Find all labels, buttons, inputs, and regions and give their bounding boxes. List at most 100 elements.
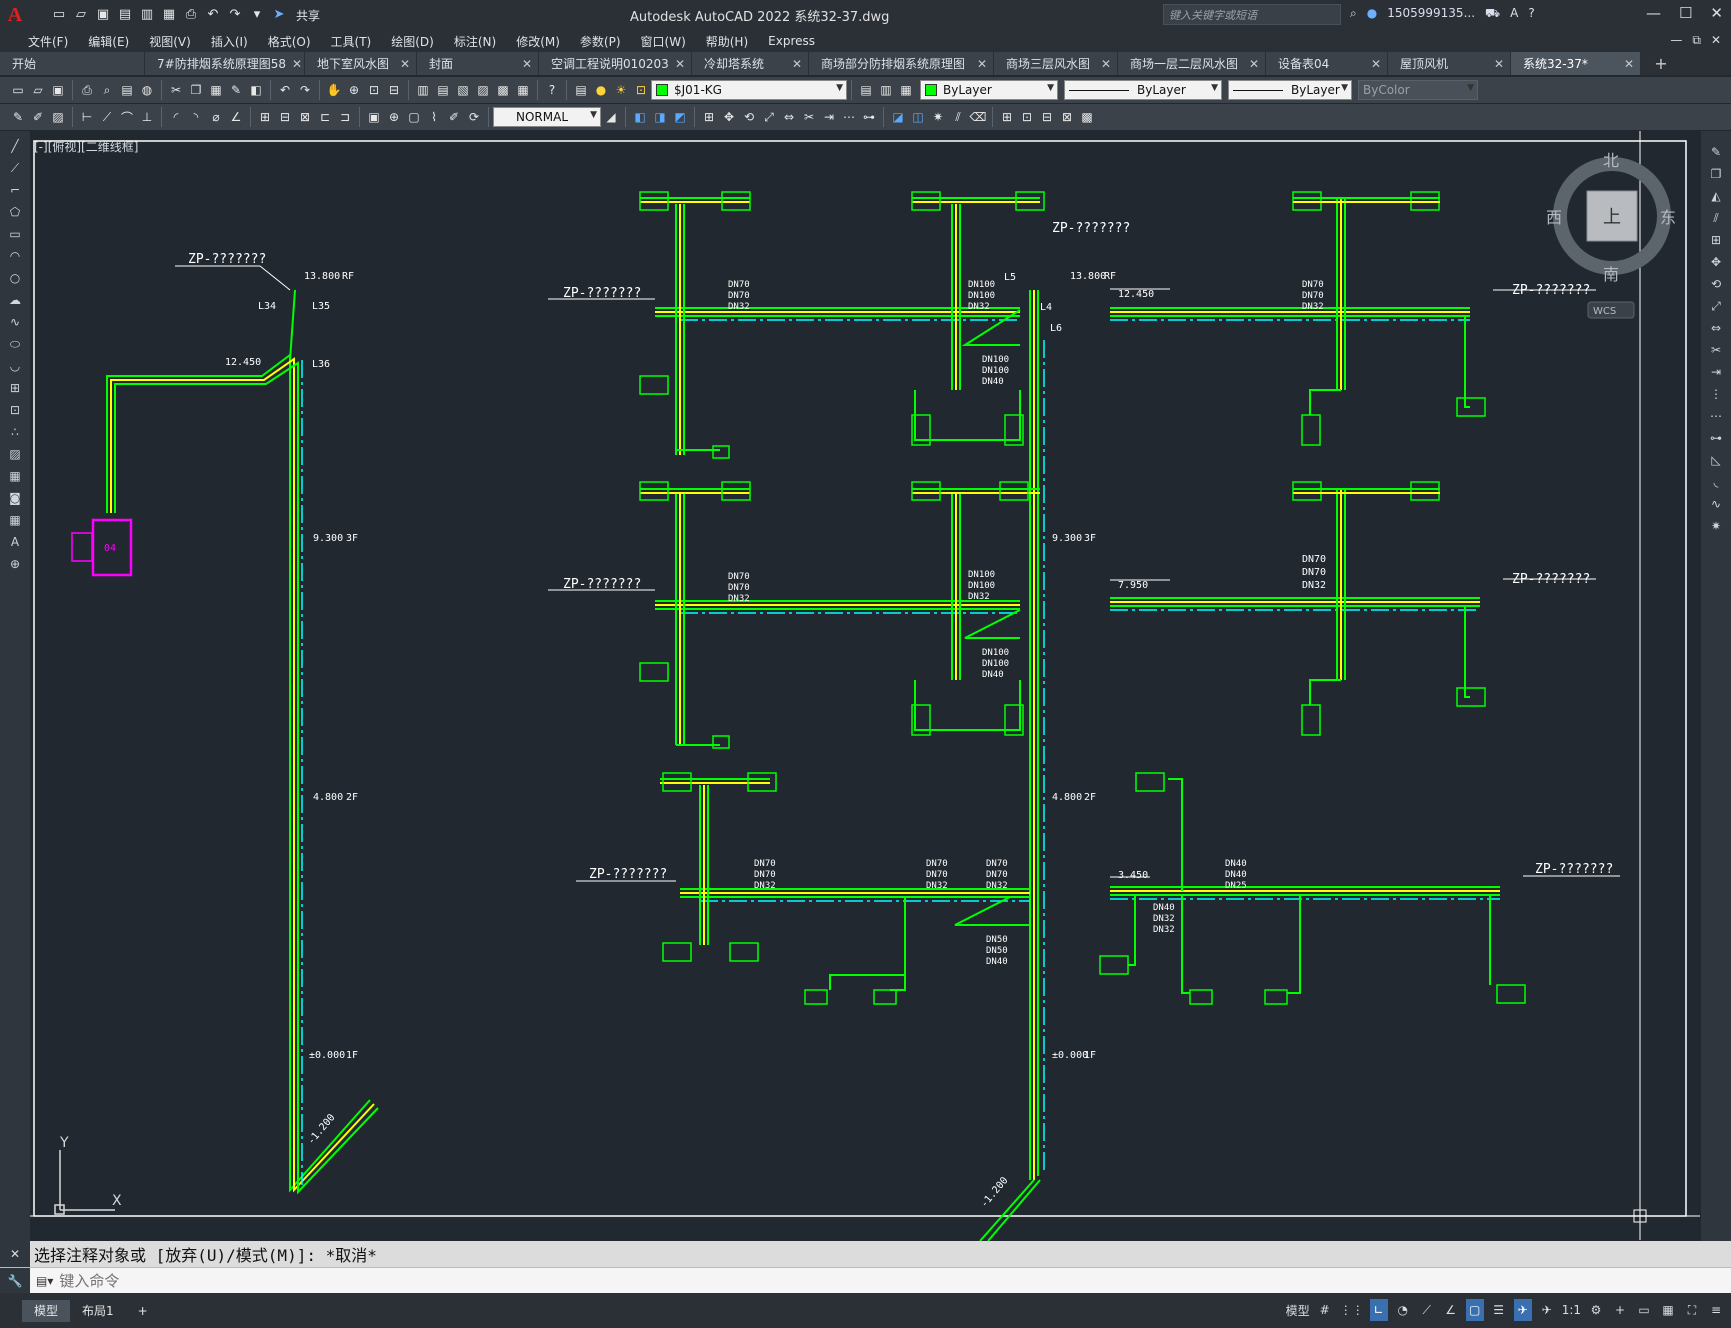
3d-solid-icon[interactable]: ◧: [634, 110, 646, 124]
tab-file[interactable]: 封面✕: [417, 52, 539, 75]
zoom-window-icon[interactable]: ⊡: [368, 83, 380, 97]
tab-file[interactable]: 屋顶风机✕: [1388, 52, 1511, 75]
menu-insert[interactable]: 插入(I): [210, 34, 248, 49]
mtext-icon[interactable]: A: [10, 535, 20, 549]
add-selected-icon[interactable]: ⊕: [9, 557, 21, 571]
close-tab-icon[interactable]: ✕: [1493, 56, 1504, 71]
line-icon[interactable]: ╱: [11, 139, 19, 153]
user-name[interactable]: 1505999135...: [1387, 6, 1476, 20]
tab-file[interactable]: 商场三层风水图✕: [994, 52, 1118, 75]
attribute-icon[interactable]: ⊟: [1041, 110, 1053, 124]
block-editor-icon[interactable]: ◧: [250, 83, 262, 97]
arc-icon[interactable]: ◠: [9, 249, 21, 263]
copy-icon[interactable]: ❐: [190, 83, 202, 97]
circle-icon[interactable]: ○: [9, 271, 21, 285]
block-insert-icon[interactable]: ⊞: [1001, 110, 1013, 124]
construction-line-icon[interactable]: ⟋: [10, 161, 20, 175]
menu-parametric[interactable]: 参数(P): [579, 34, 621, 49]
edit-attribute-icon[interactable]: ✐: [32, 110, 44, 124]
viewport-controls[interactable]: [-][俯视][二维线框]: [34, 140, 139, 154]
drawing-canvas[interactable]: 04 ZP-??????? 13.800 RF L34 L35 L36 12.4…: [30, 131, 1701, 1241]
ordinate-dim-icon[interactable]: ⊥: [141, 110, 153, 124]
3d-print-icon[interactable]: ◍: [141, 83, 153, 97]
compass-north[interactable]: 北: [1603, 151, 1619, 170]
new-tab-button[interactable]: +: [1654, 54, 1668, 73]
linear-dim-icon[interactable]: ⊢: [81, 110, 93, 124]
close-tab-icon[interactable]: ✕: [1248, 56, 1259, 71]
baseline-dim-icon[interactable]: ⊟: [279, 110, 291, 124]
center-mark-icon[interactable]: ⊕: [388, 110, 400, 124]
point-icon[interactable]: ∴: [11, 425, 19, 439]
object-snap-icon[interactable]: ▢: [1465, 1299, 1484, 1321]
hatch-icon[interactable]: ▨: [9, 447, 21, 461]
close-tab-icon[interactable]: ✕: [976, 56, 987, 71]
tab-file[interactable]: 设备表04✕: [1266, 52, 1388, 75]
annotation-scale[interactable]: 1:1: [1561, 1303, 1581, 1317]
layer-properties-icon[interactable]: ▤: [575, 83, 587, 97]
dim-space-icon[interactable]: ⊏: [319, 110, 331, 124]
move-icon[interactable]: ✥: [723, 110, 735, 124]
break-at-point-icon[interactable]: ⋮: [1710, 387, 1722, 401]
new-icon[interactable]: ▭: [52, 7, 66, 22]
tab-file[interactable]: 7#防排烟系统原理图58✕: [145, 52, 305, 75]
publish-icon[interactable]: ▤: [121, 83, 133, 97]
menu-dimension[interactable]: 标注(N): [453, 34, 497, 49]
mirror-icon[interactable]: ◩: [674, 110, 686, 124]
menu-window[interactable]: 窗口(W): [640, 34, 686, 49]
search-icon[interactable]: ⌕: [1350, 6, 1357, 20]
menu-view[interactable]: 视图(V): [149, 34, 191, 49]
close-tab-icon[interactable]: ✕: [1370, 56, 1381, 71]
menu-draw[interactable]: 绘图(D): [391, 34, 434, 49]
menu-format[interactable]: 格式(O): [267, 34, 311, 49]
ortho-icon[interactable]: ∟: [1369, 1299, 1388, 1321]
menu-express[interactable]: Express: [768, 34, 815, 48]
apps-icon[interactable]: A: [1510, 6, 1519, 20]
mirror-icon[interactable]: ◭: [1711, 189, 1721, 203]
plus-icon[interactable]: +: [1614, 1303, 1626, 1317]
wcs-menu[interactable]: WCS: [1593, 306, 1616, 317]
explode-icon[interactable]: ✷: [932, 110, 944, 124]
chamfer-icon[interactable]: ◪: [892, 110, 904, 124]
offset-icon[interactable]: ⫽: [1713, 211, 1719, 225]
tab-file[interactable]: 商场部分防排烟系统原理图✕: [809, 52, 994, 75]
customize-icon[interactable]: 🔧: [0, 1267, 30, 1294]
snap-icon[interactable]: ⋮⋮: [1339, 1303, 1364, 1317]
scale-icon[interactable]: ⤢: [1711, 299, 1721, 313]
diameter-dim-icon[interactable]: ⌀: [212, 110, 220, 124]
autocad-logo-icon[interactable]: A: [7, 3, 23, 26]
dim-update-icon[interactable]: ⟳: [468, 110, 480, 124]
linetype-dropdown[interactable]: ByLayer▼: [1064, 80, 1222, 100]
fillet-icon[interactable]: ◟: [1713, 475, 1719, 489]
close-tab-icon[interactable]: ✕: [399, 56, 410, 71]
add-layout-button[interactable]: +: [137, 1303, 148, 1318]
web-open-icon[interactable]: ▥: [140, 7, 154, 22]
block-make-icon[interactable]: ⊡: [1021, 110, 1033, 124]
tab-start[interactable]: 开始: [0, 52, 145, 75]
layer-on-icon[interactable]: ●: [595, 83, 607, 97]
lineweight-icon[interactable]: ☰: [1493, 1303, 1505, 1317]
chamfer-icon[interactable]: ◺: [1711, 453, 1721, 467]
stretch-icon[interactable]: ⇔: [783, 110, 795, 124]
match-properties-icon[interactable]: ✎: [230, 83, 242, 97]
join-icon[interactable]: ⊶: [1710, 431, 1722, 445]
tab-file[interactable]: 商场一层二层风水图✕: [1118, 52, 1266, 75]
cut-icon[interactable]: ✂: [170, 83, 182, 97]
make-current-layer-icon[interactable]: ▤: [860, 83, 872, 97]
isodraft-icon[interactable]: ⟋: [1422, 1302, 1431, 1317]
minimize-icon[interactable]: —: [1645, 4, 1661, 22]
zoom-previous-icon[interactable]: ⊟: [388, 83, 400, 97]
dim-style-icon[interactable]: ◢: [606, 110, 616, 124]
tab-model[interactable]: 模型: [22, 1299, 71, 1322]
tab-file-active[interactable]: 系统32-37*✕: [1511, 52, 1641, 75]
color-dropdown[interactable]: ByLayer▼: [920, 80, 1058, 100]
break-icon[interactable]: ⋯: [1710, 409, 1722, 423]
gear-icon[interactable]: ⚙: [1590, 1303, 1602, 1317]
user-icon[interactable]: ●: [1366, 6, 1378, 20]
save-as-icon[interactable]: ▤: [118, 7, 132, 22]
clean-screen-icon[interactable]: ⛶: [1687, 1302, 1697, 1317]
xref-icon[interactable]: ⊠: [1061, 110, 1073, 124]
grid-icon[interactable]: #: [1319, 1303, 1330, 1317]
table-icon[interactable]: ▦: [9, 513, 21, 527]
polar-icon[interactable]: ◔: [1397, 1303, 1408, 1317]
redo-icon[interactable]: ↷: [229, 7, 241, 22]
